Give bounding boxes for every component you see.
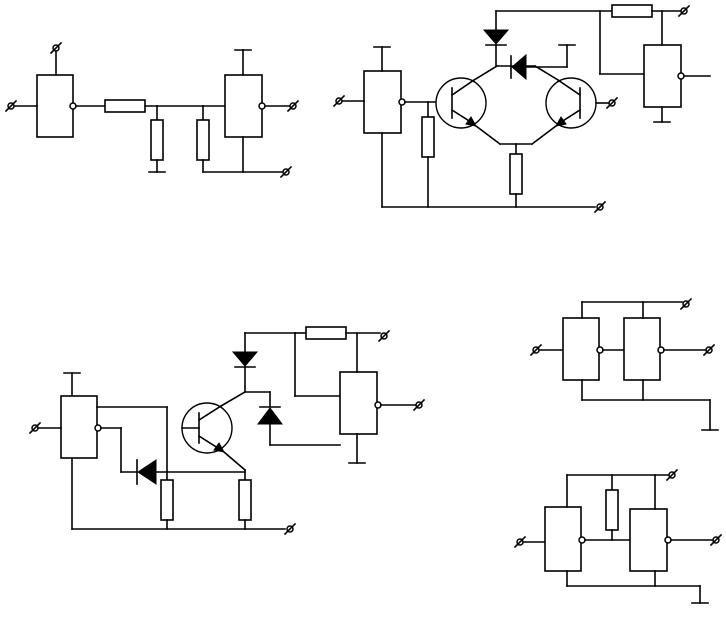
resistor bbox=[196, 119, 210, 161]
resistor bbox=[238, 479, 252, 521]
terminal-icon bbox=[677, 4, 691, 18]
resistor bbox=[104, 99, 146, 113]
logic-gate bbox=[562, 317, 600, 381]
resistor bbox=[421, 116, 435, 158]
terminal-icon bbox=[286, 99, 300, 113]
resistor bbox=[150, 119, 164, 161]
logic-gate bbox=[544, 506, 582, 572]
terminal-icon bbox=[513, 535, 527, 549]
logic-gate bbox=[36, 74, 74, 138]
terminal-icon bbox=[709, 533, 723, 547]
logic-gate bbox=[224, 74, 263, 138]
output-inverter-bubble bbox=[69, 102, 77, 110]
circuit-3 bbox=[28, 326, 426, 536]
logic-gate bbox=[339, 371, 378, 435]
logic-gate bbox=[643, 44, 682, 108]
terminal-icon bbox=[412, 398, 426, 412]
resistor bbox=[305, 326, 347, 340]
transistor-icon bbox=[435, 77, 487, 129]
terminal-icon bbox=[377, 329, 391, 343]
transistor-icon bbox=[181, 402, 233, 454]
logic-gate bbox=[60, 395, 98, 459]
diode-icon bbox=[482, 29, 510, 46]
terminal-icon bbox=[593, 200, 607, 214]
terminal-icon bbox=[283, 522, 297, 536]
circuit-4 bbox=[529, 297, 719, 431]
logic-gate bbox=[623, 317, 661, 381]
diode-icon bbox=[136, 459, 157, 485]
resistor bbox=[611, 4, 653, 18]
terminal-icon bbox=[4, 99, 18, 113]
logic-gate bbox=[629, 508, 668, 572]
resistor bbox=[160, 479, 174, 521]
transistor-icon bbox=[545, 77, 619, 129]
resistor bbox=[605, 489, 619, 531]
circuit-1 bbox=[4, 41, 300, 179]
terminal-icon bbox=[332, 94, 346, 108]
terminal-icon bbox=[665, 468, 679, 482]
terminal-icon bbox=[702, 343, 716, 357]
terminal-icon bbox=[49, 41, 63, 55]
resistor bbox=[509, 153, 523, 195]
terminal-icon bbox=[279, 165, 293, 179]
terminal-icon bbox=[605, 96, 619, 110]
terminal-icon bbox=[28, 421, 42, 435]
terminal-icon bbox=[529, 343, 543, 357]
diode-icon bbox=[510, 53, 527, 81]
diode-icon bbox=[257, 406, 283, 425]
circuit-5 bbox=[513, 468, 723, 604]
terminal-icon bbox=[679, 297, 693, 311]
diode-icon bbox=[231, 351, 259, 368]
circuit-2 bbox=[332, 4, 711, 214]
logic-gate bbox=[363, 70, 402, 134]
